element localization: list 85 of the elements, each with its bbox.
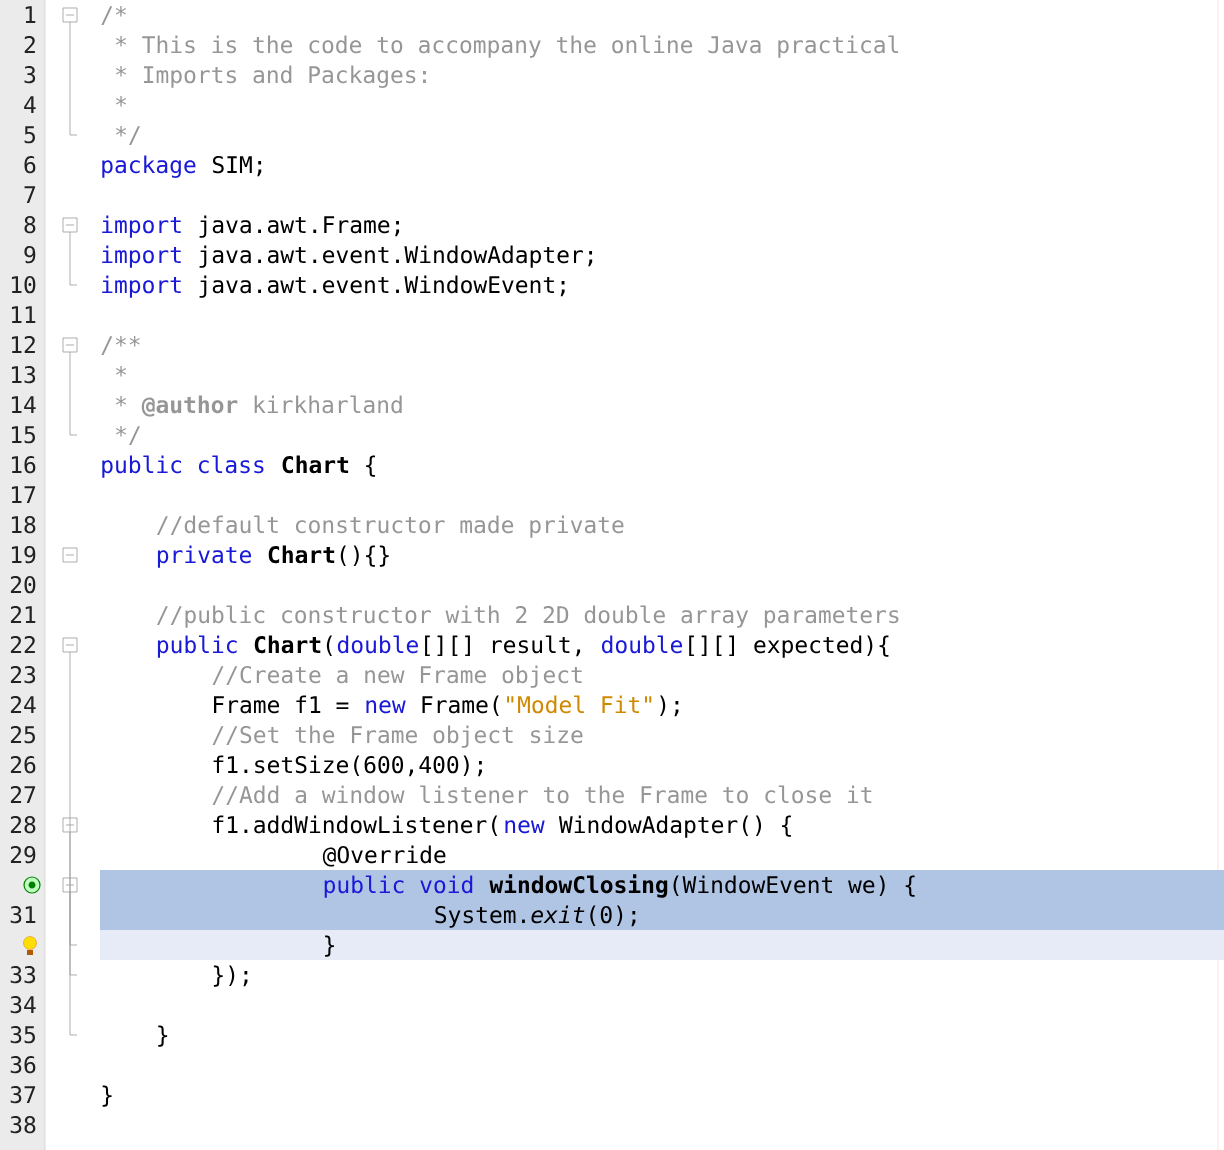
code-text: System.exit(0); bbox=[435, 905, 636, 928]
code-keyword: public void bbox=[324, 875, 473, 898]
line-number: 5 bbox=[24, 126, 35, 144]
code-keyword: private bbox=[157, 545, 251, 568]
code-comment: //public constructor with 2 2D double array parameters bbox=[156, 605, 899, 628]
line-number: 29 bbox=[10, 845, 36, 864]
code-text: SIM; bbox=[212, 155, 262, 177]
line-number: 24 bbox=[10, 695, 36, 713]
code-text: Chart( bbox=[254, 635, 332, 656]
line-number: 14 bbox=[11, 396, 36, 413]
code-text: } bbox=[158, 1025, 168, 1047]
code-comment: //Create a new Frame object bbox=[212, 665, 582, 688]
code-text: } bbox=[325, 935, 334, 957]
line-number: 10 bbox=[11, 275, 36, 294]
line-number: 26 bbox=[10, 755, 36, 774]
string-literal: "Model Fit" bbox=[507, 695, 652, 714]
line-number: 8 bbox=[24, 215, 36, 234]
code-text: ); bbox=[660, 695, 679, 717]
code-text: f1.addWindowListener( bbox=[213, 815, 498, 836]
code-comment: */ bbox=[115, 425, 140, 446]
code-comment: //default constructor made private bbox=[156, 515, 624, 538]
line-number: 19 bbox=[11, 545, 36, 564]
code-comment: //Set the Frame object size bbox=[212, 725, 583, 748]
code-text: windowClosing(WindowEvent we) { bbox=[489, 874, 915, 898]
code-text: f1.setSize(600,400); bbox=[213, 755, 482, 777]
line-number: 33 bbox=[10, 965, 36, 984]
line-number: 16 bbox=[11, 455, 36, 474]
code-text: } bbox=[102, 1085, 112, 1107]
line-number: 9 bbox=[24, 245, 36, 264]
line-number: 15 bbox=[11, 426, 35, 444]
line-number: 38 bbox=[10, 1115, 36, 1134]
code-text: @Override bbox=[322, 845, 446, 867]
code-comment: /* bbox=[101, 5, 126, 26]
code-keyword: package bbox=[102, 155, 196, 178]
code-keyword: double bbox=[602, 635, 683, 654]
line-number: 17 bbox=[11, 486, 36, 503]
code-text: Frame f1 = bbox=[214, 695, 349, 714]
code-comment: * This is the code to accompany the online Java practical bbox=[115, 35, 899, 58]
code-keyword: new bbox=[505, 820, 545, 834]
code-text: [][] expected){ bbox=[689, 635, 889, 658]
code-comment: /** bbox=[101, 335, 140, 356]
code-keyword: import bbox=[102, 245, 181, 268]
line-number: 27 bbox=[10, 785, 36, 803]
line-number: 34 bbox=[10, 995, 36, 1014]
line-number: 13 bbox=[11, 365, 36, 384]
line-number: 31 bbox=[10, 905, 36, 924]
code-text: Chart { bbox=[282, 455, 375, 477]
line-number: 35 bbox=[10, 1025, 35, 1044]
line-number: 2 bbox=[24, 35, 35, 53]
line-number: 22 bbox=[10, 635, 35, 653]
line-number: 36 bbox=[10, 1055, 36, 1074]
code-text: java.awt.event.WindowAdapter; bbox=[199, 245, 593, 268]
code-keyword: import bbox=[102, 215, 181, 238]
code-comment: * Imports and Packages: bbox=[115, 65, 426, 88]
line-number: 7 bbox=[24, 186, 36, 203]
line-number: 6 bbox=[24, 155, 36, 174]
code-text: java.awt.Frame; bbox=[199, 215, 400, 238]
line-number: 12 bbox=[11, 335, 35, 353]
code-text: Chart(){} bbox=[268, 545, 389, 567]
line-number: 20 bbox=[10, 575, 36, 594]
code-comment: * bbox=[115, 365, 127, 377]
line-number: 3 bbox=[24, 65, 36, 84]
code-comment: */ bbox=[115, 125, 140, 146]
line-number: 21 bbox=[10, 605, 36, 623]
code-comment: *@author kirkharland bbox=[115, 395, 402, 417]
line-number: 18 bbox=[11, 515, 36, 534]
code-comment: //Add a window listener to the Frame to close it bbox=[212, 785, 872, 806]
code-keyword: public bbox=[157, 635, 237, 658]
line-number: 37 bbox=[10, 1085, 36, 1104]
code-keyword: import bbox=[102, 275, 181, 298]
code-keyword: double bbox=[337, 635, 418, 654]
code-comment: * bbox=[115, 95, 127, 107]
line-number: 4 bbox=[24, 96, 36, 113]
code-text: Frame( bbox=[422, 695, 499, 716]
line-number: 1 bbox=[25, 6, 36, 23]
line-number: 28 bbox=[10, 815, 36, 834]
code-text: java.awt.event.WindowEvent; bbox=[199, 275, 565, 298]
line-number: 23 bbox=[10, 665, 36, 684]
code-keyword: new bbox=[366, 700, 406, 714]
code-text: [][] result, bbox=[425, 635, 581, 657]
line-number: 11 bbox=[11, 306, 36, 323]
code-text: }); bbox=[213, 965, 248, 987]
code-keyword: public class bbox=[102, 455, 264, 478]
code-text: WindowAdapter() { bbox=[558, 815, 791, 838]
line-number: 25 bbox=[10, 725, 35, 744]
